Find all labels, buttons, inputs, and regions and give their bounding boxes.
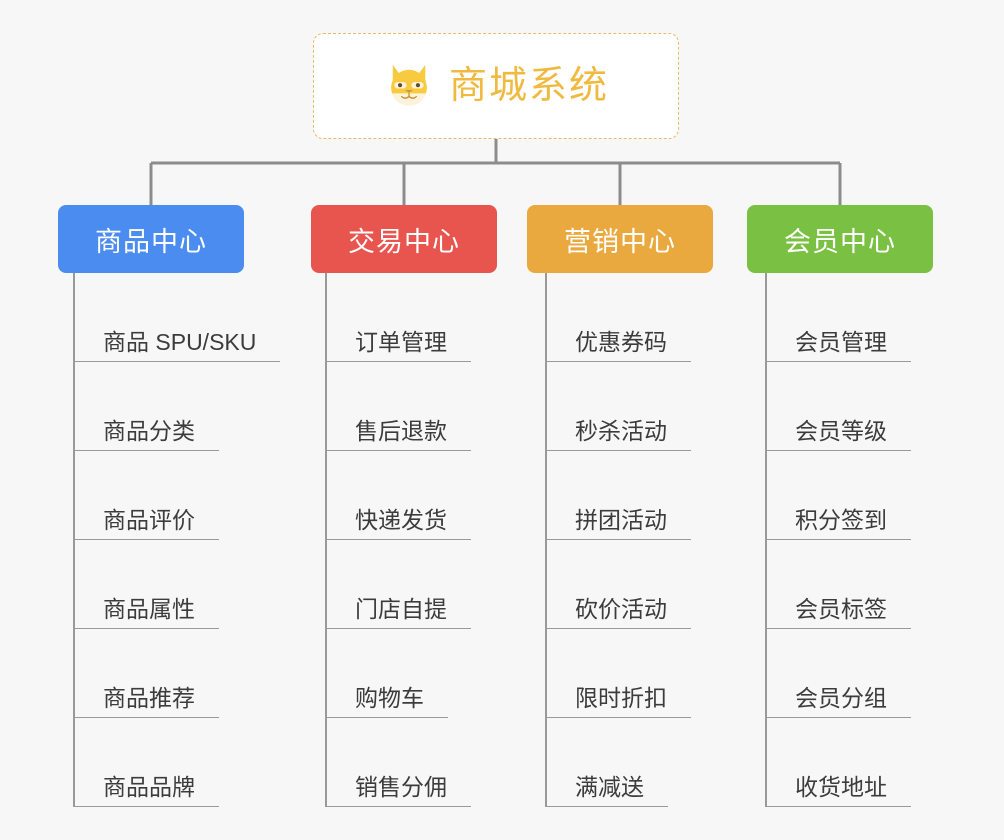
leaf-item[interactable]: 售后退款 xyxy=(325,362,471,451)
leaf-item[interactable]: 会员等级 xyxy=(765,362,911,451)
leaf-item[interactable]: 砍价活动 xyxy=(545,540,691,629)
leaf-column-1: 订单管理 售后退款 快递发货 门店自提 购物车 销售分佣 xyxy=(325,273,471,807)
leaf-label: 商品属性 xyxy=(73,597,219,629)
leaf-label: 购物车 xyxy=(325,686,448,718)
leaf-item[interactable]: 快递发货 xyxy=(325,451,471,540)
leaf-label: 优惠券码 xyxy=(545,330,691,362)
leaf-item[interactable]: 限时折扣 xyxy=(545,629,691,718)
leaf-item[interactable]: 秒杀活动 xyxy=(545,362,691,451)
leaf-trunk-0 xyxy=(73,273,75,807)
leaf-label: 商品分类 xyxy=(73,419,219,451)
leaf-item[interactable]: 会员分组 xyxy=(765,629,911,718)
leaf-label: 会员等级 xyxy=(765,419,911,451)
category-label-3: 会员中心 xyxy=(784,226,896,257)
leaf-item[interactable]: 商品分类 xyxy=(73,362,280,451)
category-label-0: 商品中心 xyxy=(95,226,207,257)
dog-face-icon xyxy=(391,64,427,106)
leaf-trunk-1 xyxy=(325,273,327,807)
leaf-item[interactable]: 商品属性 xyxy=(73,540,280,629)
leaf-label: 会员管理 xyxy=(765,330,911,362)
leaf-item[interactable]: 订单管理 xyxy=(325,273,471,362)
leaf-label: 销售分佣 xyxy=(325,775,471,807)
leaf-item[interactable]: 拼团活动 xyxy=(545,451,691,540)
leaf-label: 砍价活动 xyxy=(545,597,691,629)
leaf-label: 会员分组 xyxy=(765,686,911,718)
category-label-2: 营销中心 xyxy=(564,226,676,257)
leaf-label: 售后退款 xyxy=(325,419,471,451)
leaf-item[interactable]: 购物车 xyxy=(325,629,471,718)
leaf-label: 商品推荐 xyxy=(73,686,219,718)
leaf-trunk-3 xyxy=(765,273,767,807)
leaf-item[interactable]: 销售分佣 xyxy=(325,718,471,807)
leaf-item[interactable]: 商品 SPU/SKU xyxy=(73,273,281,362)
category-node-2[interactable]: 营销中心 xyxy=(527,205,713,273)
leaf-item[interactable]: 满减送 xyxy=(545,718,691,807)
leaf-item[interactable]: 门店自提 xyxy=(325,540,471,629)
leaf-item[interactable]: 收货地址 xyxy=(765,718,911,807)
root-title: 商城系统 xyxy=(448,65,609,107)
leaf-item[interactable]: 积分签到 xyxy=(765,451,911,540)
category-node-1[interactable]: 交易中心 xyxy=(311,205,497,273)
leaf-item[interactable]: 商品推荐 xyxy=(73,629,280,718)
category-node-3[interactable]: 会员中心 xyxy=(747,205,933,273)
leaf-label: 订单管理 xyxy=(325,330,471,362)
leaf-column-0: 商品 SPU/SKU 商品分类 商品评价 商品属性 商品推荐 商品品牌 xyxy=(73,273,281,807)
leaf-label: 商品 SPU/SKU xyxy=(73,330,281,362)
leaf-item[interactable]: 商品品牌 xyxy=(73,718,280,807)
leaf-item[interactable]: 会员标签 xyxy=(765,540,911,629)
category-label-1: 交易中心 xyxy=(348,226,460,257)
leaf-label: 秒杀活动 xyxy=(545,419,691,451)
leaf-label: 积分签到 xyxy=(765,508,911,540)
root-node-shop-system[interactable]: 商城系统 xyxy=(313,33,679,139)
leaf-item[interactable]: 会员管理 xyxy=(765,273,911,362)
leaf-item[interactable]: 商品评价 xyxy=(73,451,280,540)
leaf-label: 快递发货 xyxy=(325,508,471,540)
leaf-label: 限时折扣 xyxy=(545,686,691,718)
leaf-label: 收货地址 xyxy=(765,775,911,807)
leaf-label: 商品评价 xyxy=(73,508,219,540)
leaf-column-2: 优惠券码 秒杀活动 拼团活动 砍价活动 限时折扣 满减送 xyxy=(545,273,691,807)
leaf-label: 会员标签 xyxy=(765,597,911,629)
leaf-label: 满减送 xyxy=(545,775,668,807)
leaf-label: 门店自提 xyxy=(325,597,471,629)
leaf-trunk-2 xyxy=(545,273,547,807)
leaf-column-3: 会员管理 会员等级 积分签到 会员标签 会员分组 收货地址 xyxy=(765,273,911,807)
category-node-0[interactable]: 商品中心 xyxy=(58,205,244,273)
leaf-item[interactable]: 优惠券码 xyxy=(545,273,691,362)
leaf-label: 拼团活动 xyxy=(545,508,691,540)
leaf-label: 商品品牌 xyxy=(73,775,219,807)
